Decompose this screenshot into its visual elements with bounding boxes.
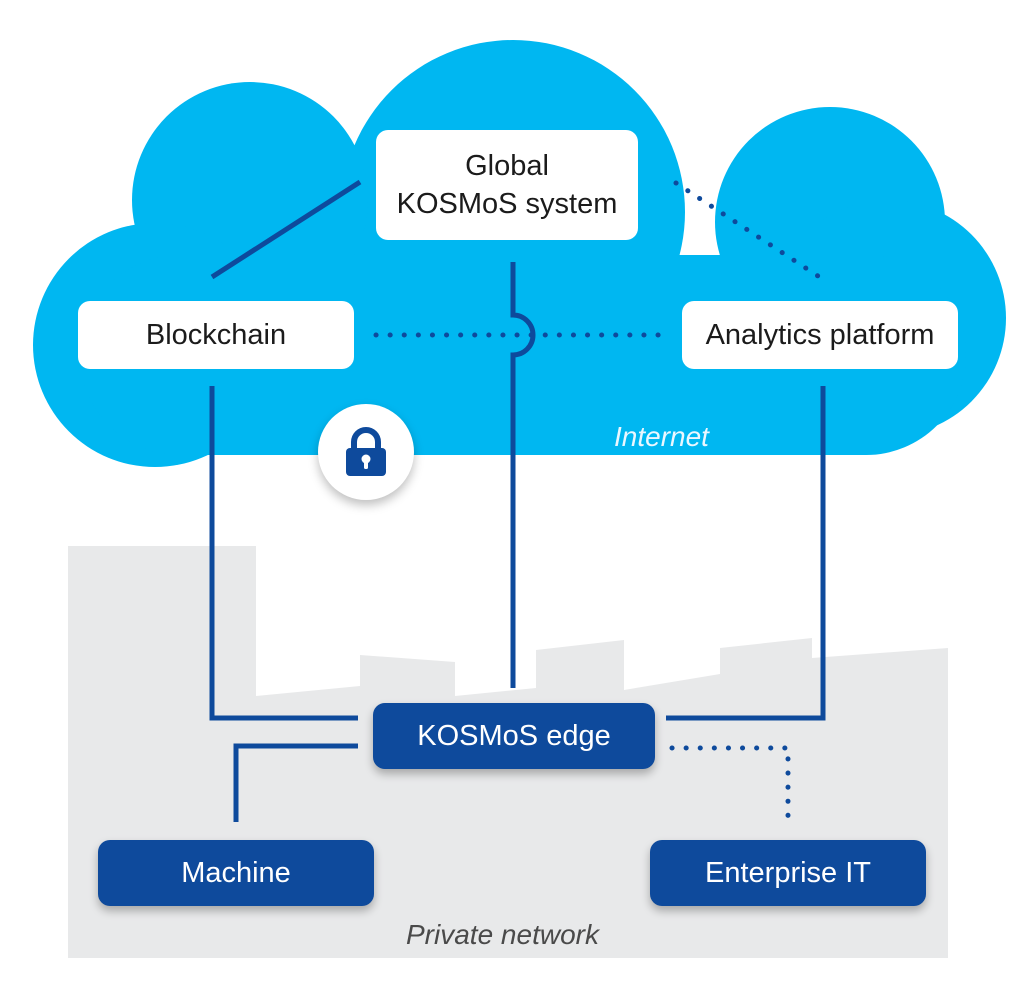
line-global-blockchain bbox=[210, 179, 362, 280]
node-analytics-label: Analytics platform bbox=[705, 319, 935, 351]
internet-cloud bbox=[33, 40, 1006, 467]
node-kosmos-edge: KOSMoS edge bbox=[373, 703, 655, 769]
node-enterprise-label: Enterprise IT bbox=[705, 857, 871, 889]
node-blockchain: Blockchain bbox=[78, 301, 354, 369]
node-machine-label: Machine bbox=[181, 857, 291, 889]
line-edge-machine bbox=[233, 743, 358, 822]
connectors-dotted bbox=[373, 180, 827, 823]
node-analytics-platform: Analytics platform bbox=[682, 301, 958, 369]
node-machine: Machine bbox=[98, 840, 374, 906]
line-analytics-edge bbox=[666, 386, 826, 721]
node-edge-label: KOSMoS edge bbox=[417, 720, 611, 752]
node-global-label: Global KOSMoS system bbox=[396, 150, 618, 220]
padlock-icon bbox=[318, 404, 414, 500]
line-blockchain-edge bbox=[209, 386, 358, 721]
private-network-label: Private network bbox=[406, 919, 599, 950]
internet-label: Internet bbox=[614, 421, 709, 452]
node-enterprise-it: Enterprise IT bbox=[650, 840, 926, 906]
dotted-global-analytics bbox=[673, 180, 827, 283]
node-blockchain-label: Blockchain bbox=[145, 319, 287, 351]
node-global-kosmos-system: Global KOSMoS system bbox=[376, 130, 638, 240]
